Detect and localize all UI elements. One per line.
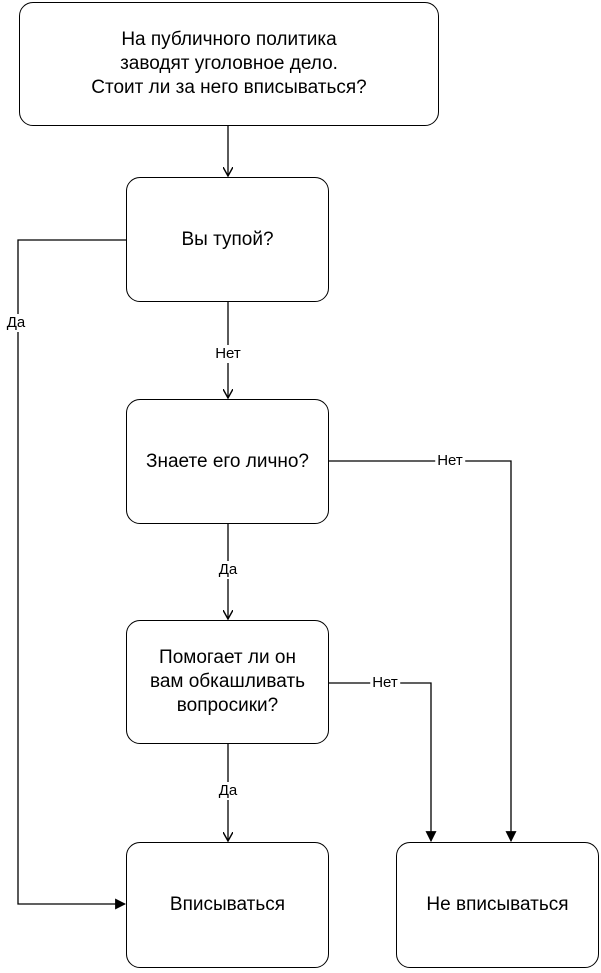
question-helps-node: Помогает ли он вам обкашливать вопросики… <box>126 620 329 744</box>
edge-label-q1-no: Нет <box>213 345 243 363</box>
edge-label-q3-no: Нет <box>370 674 400 692</box>
edge-q3-no-to-outcome-no <box>329 682 437 843</box>
outcome-do-not-support-node: Не вписываться <box>396 842 599 968</box>
edge-label-q1-yes: Да <box>4 314 28 332</box>
edge-q2-no-to-outcome-no <box>329 460 517 843</box>
edge-label-q3-yes: Да <box>216 782 240 800</box>
edge-q1-yes-to-outcome-yes <box>17 239 127 910</box>
outcome-support-node: Вписываться <box>126 842 329 968</box>
question-stupid-node: Вы тупой? <box>126 177 329 302</box>
edge-label-q2-no: Нет <box>435 452 465 470</box>
question-know-personally-node: Знаете его лично? <box>126 399 329 524</box>
edge-label-q2-yes: Да <box>216 561 240 579</box>
start-node: На публичного политика заводят уголовное… <box>19 2 439 126</box>
